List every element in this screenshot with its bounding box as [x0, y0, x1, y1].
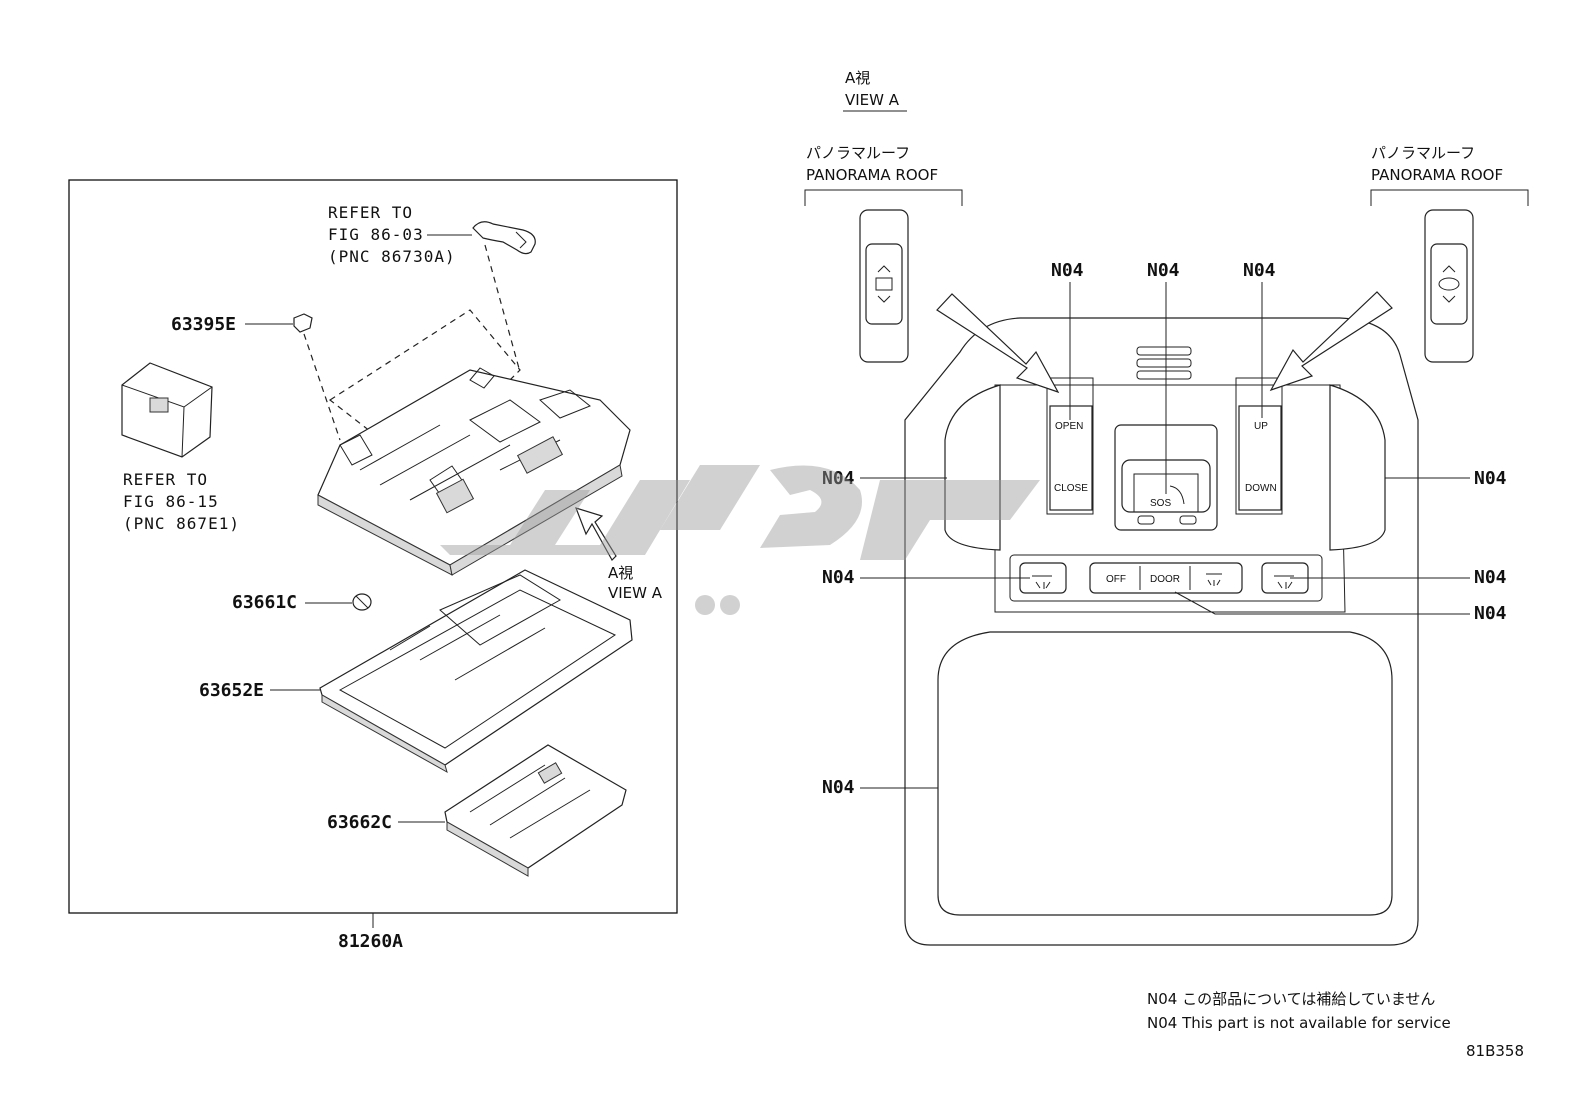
lamp-off-label: OFF	[1106, 574, 1126, 585]
panorama-left-en: PANORAMA ROOF	[806, 166, 938, 184]
leader-n04-lamp-strip	[1174, 591, 1470, 615]
part-label-63661c: 63661C	[232, 592, 297, 613]
lamp-icon-center	[1206, 573, 1222, 586]
console-housing	[317, 367, 631, 576]
refer-top-line2: FIG 86-03	[328, 225, 424, 244]
arrow-to-up-down	[1269, 291, 1393, 392]
lamp-icon-right	[1274, 575, 1294, 589]
view-a-arrow	[574, 507, 617, 561]
switch-down-label: DOWN	[1245, 483, 1277, 494]
callout-n04-right-lens: N04	[1474, 468, 1507, 489]
arrow-to-open-close	[936, 293, 1060, 394]
panorama-left-ja: パノラマルーフ	[806, 144, 910, 162]
view-title-en: VIEW A	[845, 91, 900, 109]
assembly-label-81260a: 81260A	[338, 931, 403, 952]
view-title-ja: A視	[845, 69, 870, 87]
note-en: N04 This part is not available for servi…	[1147, 1014, 1451, 1032]
lamp-icon-left	[1032, 575, 1052, 589]
dash-63395e	[303, 333, 341, 441]
callout-n04-top-right: N04	[1243, 260, 1276, 281]
part-label-63662c: 63662C	[327, 812, 392, 833]
callout-n04-cover: N04	[822, 777, 855, 798]
refer-left-line1: REFER TO	[123, 470, 208, 489]
refer-left-line2: FIG 86-15	[123, 492, 219, 511]
bezel-63652e	[319, 569, 633, 774]
cover-63662c	[444, 744, 627, 877]
watermark-logo	[440, 465, 1040, 615]
panorama-right-ja: パノラマルーフ	[1371, 144, 1475, 162]
clip-63395e	[293, 313, 313, 333]
callout-n04-lamp-strip: N04	[1474, 603, 1507, 624]
dash-connector	[484, 244, 521, 373]
panorama-right-en: PANORAMA ROOF	[1371, 166, 1503, 184]
panorama-switch-left	[859, 209, 909, 363]
figure-id: 81B358	[1466, 1042, 1524, 1060]
overhead-console	[904, 317, 1419, 946]
refer-left-line3: (PNC 867E1)	[123, 514, 240, 533]
panorama-right-bracket	[1370, 189, 1529, 206]
note-ja: N04 この部品については補給していません	[1147, 990, 1435, 1008]
refer-top-line3: (PNC 86730A)	[328, 247, 456, 266]
refer-top-line1: REFER TO	[328, 203, 413, 222]
lamp-door-label: DOOR	[1150, 574, 1180, 585]
callout-n04-left-button: N04	[822, 567, 855, 588]
panorama-left-bracket	[804, 189, 963, 206]
view-a-arrow-label-ja: A視	[608, 564, 633, 582]
callout-n04-top-center: N04	[1147, 260, 1180, 281]
switch-open-label: OPEN	[1055, 421, 1083, 432]
clip-63661c-detail	[355, 595, 369, 609]
part-label-63395e: 63395E	[171, 314, 236, 335]
sos-label: SOS	[1150, 498, 1171, 509]
callout-n04-left-lens: N04	[822, 468, 855, 489]
callout-n04-top-left: N04	[1051, 260, 1084, 281]
module-867e1	[121, 362, 213, 458]
callout-n04-right-button: N04	[1474, 567, 1507, 588]
panorama-switch-right	[1424, 209, 1474, 363]
connector-86730a	[472, 221, 536, 255]
switch-close-label: CLOSE	[1054, 483, 1088, 494]
part-label-63652e: 63652E	[199, 680, 264, 701]
switch-up-label: UP	[1254, 421, 1268, 432]
view-a-arrow-label-en: VIEW A	[608, 584, 663, 602]
